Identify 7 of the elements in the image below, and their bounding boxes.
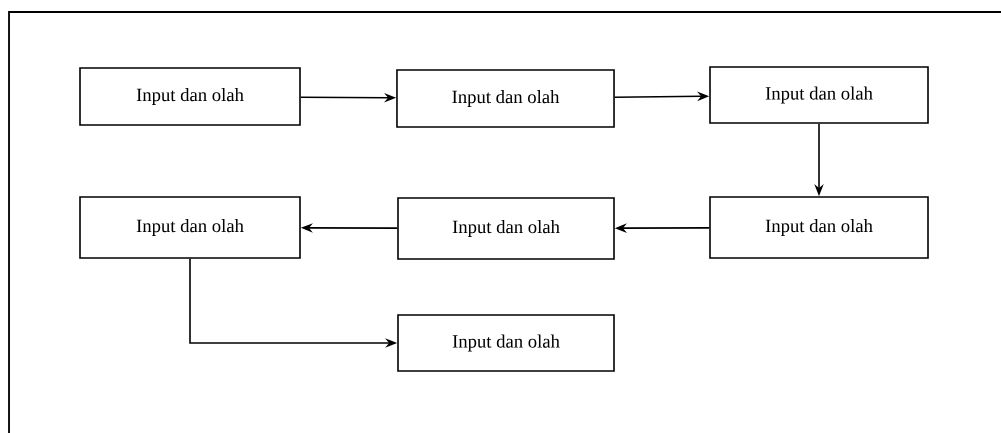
process-box: Input dan olah [79, 196, 301, 259]
process-box: Input dan olah [709, 66, 929, 124]
process-box: Input dan olah [709, 196, 929, 259]
process-box: Input dan olah [79, 67, 301, 126]
process-box: Input dan olah [397, 314, 615, 372]
process-box: Input dan olah [397, 197, 615, 260]
process-box: Input dan olah [396, 69, 615, 128]
